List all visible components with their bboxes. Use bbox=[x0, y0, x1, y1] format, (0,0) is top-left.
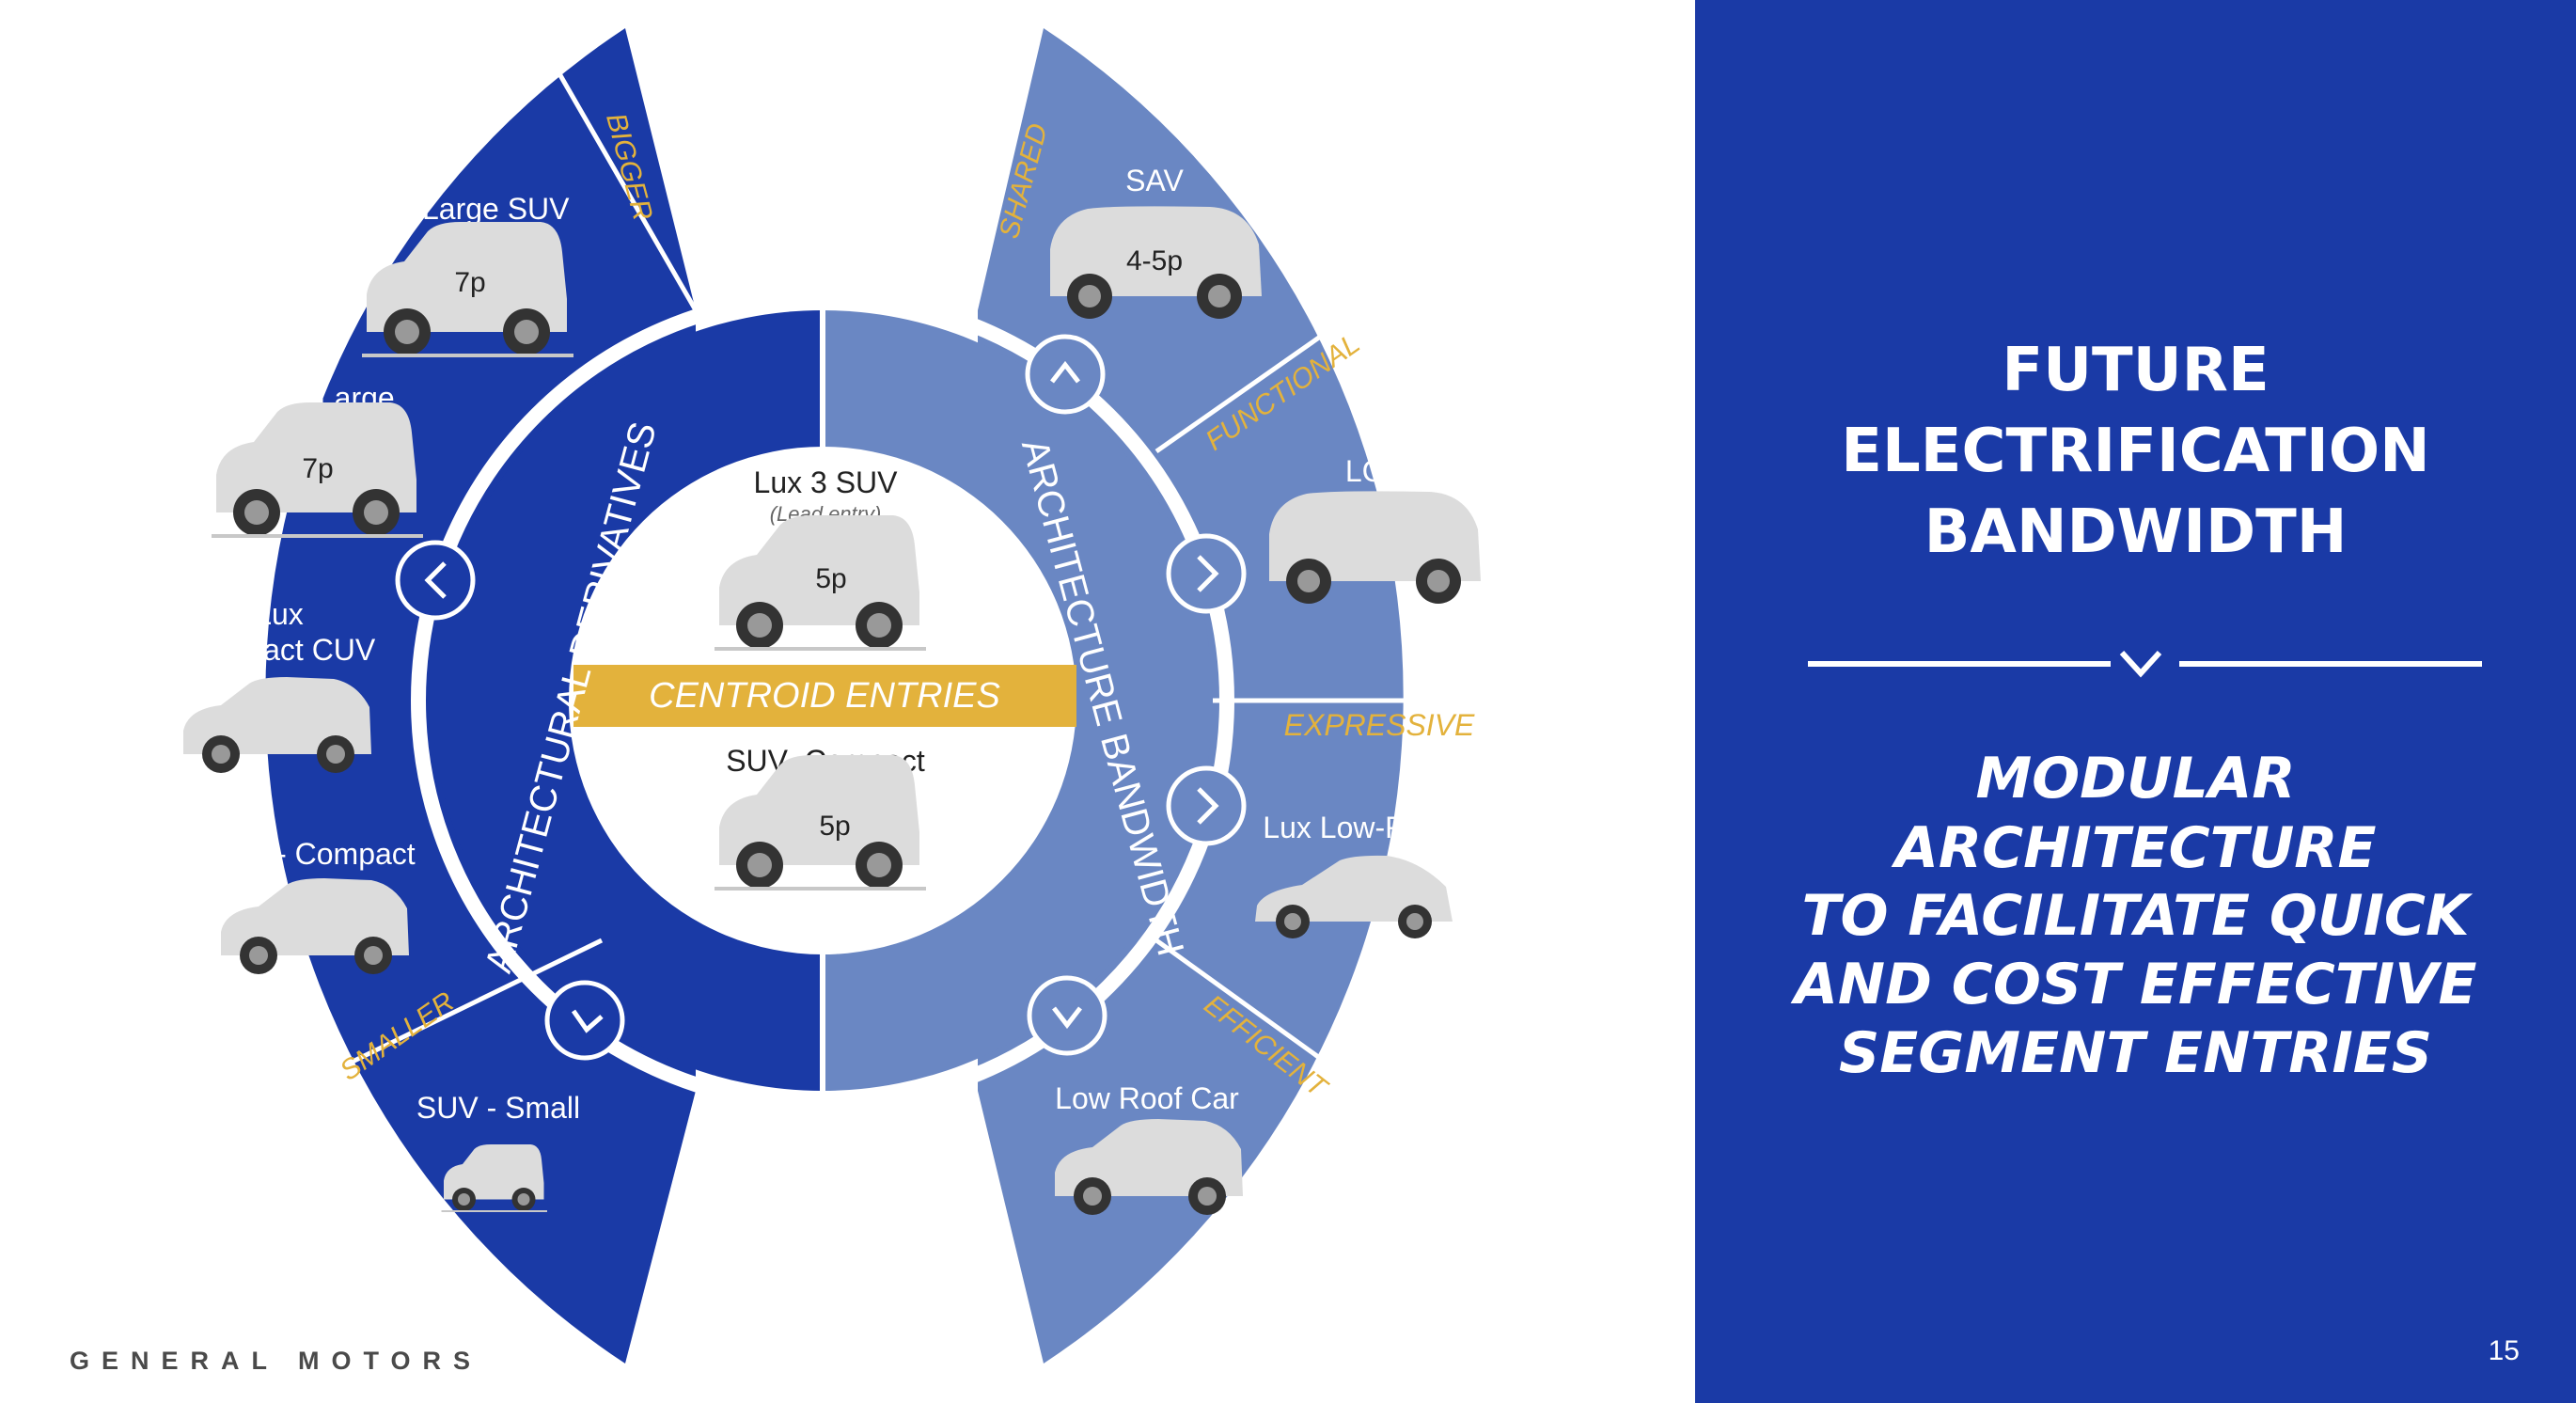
page-number: 15 bbox=[2488, 1335, 2520, 1366]
right-vehicle-4-name: Low Roof Car bbox=[1055, 1081, 1239, 1115]
right-tag-expressive: EXPRESSIVE bbox=[1284, 708, 1475, 742]
right-vehicle-2-name: LCV bbox=[1345, 454, 1405, 488]
left-vehicle-4-name: CUV- Compact bbox=[214, 837, 416, 871]
left-vehicle-1-seats: 7p bbox=[454, 267, 485, 298]
center-bottom-seats: 5p bbox=[819, 811, 850, 842]
left-vehicle-2-seats: 7p bbox=[302, 453, 333, 484]
chevron-left-down-icon bbox=[544, 980, 625, 1061]
left-vehicle-5-name: SUV - Small bbox=[416, 1091, 580, 1125]
panel-subtitle-line-2: ARCHITECTURE bbox=[1894, 815, 2377, 881]
panel-title-line-2: ELECTRIFICATION bbox=[1841, 417, 2430, 486]
center-top-seats: 5p bbox=[815, 563, 846, 594]
left-vehicle-3-name-line1: Lux bbox=[255, 597, 304, 631]
right-vehicle-1-name: SAV bbox=[1125, 164, 1184, 197]
panel-subtitle-line-5: SEGMENT ENTRIES bbox=[1838, 1020, 2433, 1086]
chevron-down-icon bbox=[2119, 650, 2162, 678]
panel-subtitle-line-3: TO FACILITATE QUICK bbox=[1801, 883, 2470, 949]
right-vehicle-1-seats: 4-5p bbox=[1126, 245, 1183, 276]
right-vehicle-3-name: Lux Low-Roof bbox=[1263, 811, 1449, 844]
left-vehicle-3-name-line2: Compact CUV bbox=[183, 633, 376, 667]
left-vehicle-1-name: Lux Large SUV bbox=[365, 192, 570, 226]
chevron-right-up-icon bbox=[1025, 334, 1106, 415]
chevron-left-up-icon bbox=[395, 540, 476, 621]
chevron-right-2-icon bbox=[1166, 765, 1247, 846]
architecture-diagram: CENTROID ENTRIES Lux 3 SUV (Lead entry) … bbox=[183, 28, 1481, 1364]
panel-title-line-1: FUTURE bbox=[2002, 336, 2270, 405]
panel-subtitle-line-1: MODULAR bbox=[1975, 746, 2296, 812]
centroid-band bbox=[573, 665, 1076, 727]
divider-left bbox=[1808, 661, 2111, 667]
centroid-label: CENTROID ENTRIES bbox=[649, 676, 1000, 716]
divider-right bbox=[2179, 661, 2482, 667]
panel-title-line-3: BANDWIDTH bbox=[1924, 497, 2348, 567]
title-panel: FUTURE ELECTRIFICATION BANDWIDTH MODULAR… bbox=[1695, 0, 2576, 1403]
chevron-right-1-icon bbox=[1166, 533, 1247, 614]
chevron-right-down-icon bbox=[1027, 975, 1107, 1056]
panel-subtitle-line-4: AND COST EFFECTIVE bbox=[1794, 952, 2477, 1017]
brand-wordmark: GENERAL MOTORS bbox=[70, 1347, 483, 1375]
center-top-vehicle-name: Lux 3 SUV bbox=[754, 465, 899, 499]
